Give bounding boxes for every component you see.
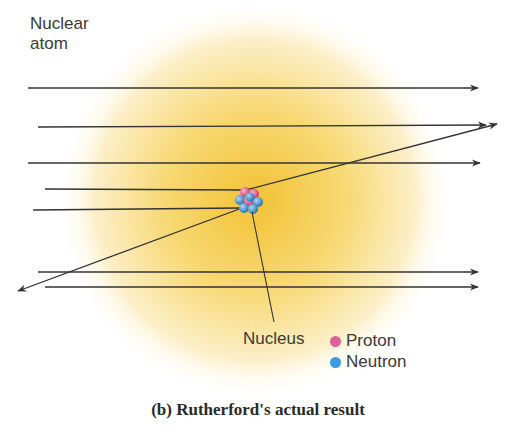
legend-item: Proton xyxy=(346,331,396,351)
alpha-path xyxy=(38,271,478,272)
legend-swatch xyxy=(330,336,341,347)
alpha-path xyxy=(28,87,478,88)
alpha-path xyxy=(45,286,478,287)
atom-label: Nuclear atom xyxy=(30,14,102,54)
nucleus-label: Nucleus xyxy=(243,329,304,349)
legend-item: Neutron xyxy=(346,352,406,372)
nucleus-cluster xyxy=(235,187,263,214)
backscattered-path xyxy=(18,208,242,291)
leader-line xyxy=(252,212,274,322)
deflected-path xyxy=(45,124,497,190)
figure-caption: (b) Rutherford's actual result xyxy=(151,400,365,420)
alpha-path xyxy=(38,125,486,127)
legend-swatch xyxy=(330,357,341,368)
atom-cloud xyxy=(55,0,455,400)
alpha-path xyxy=(28,162,480,163)
